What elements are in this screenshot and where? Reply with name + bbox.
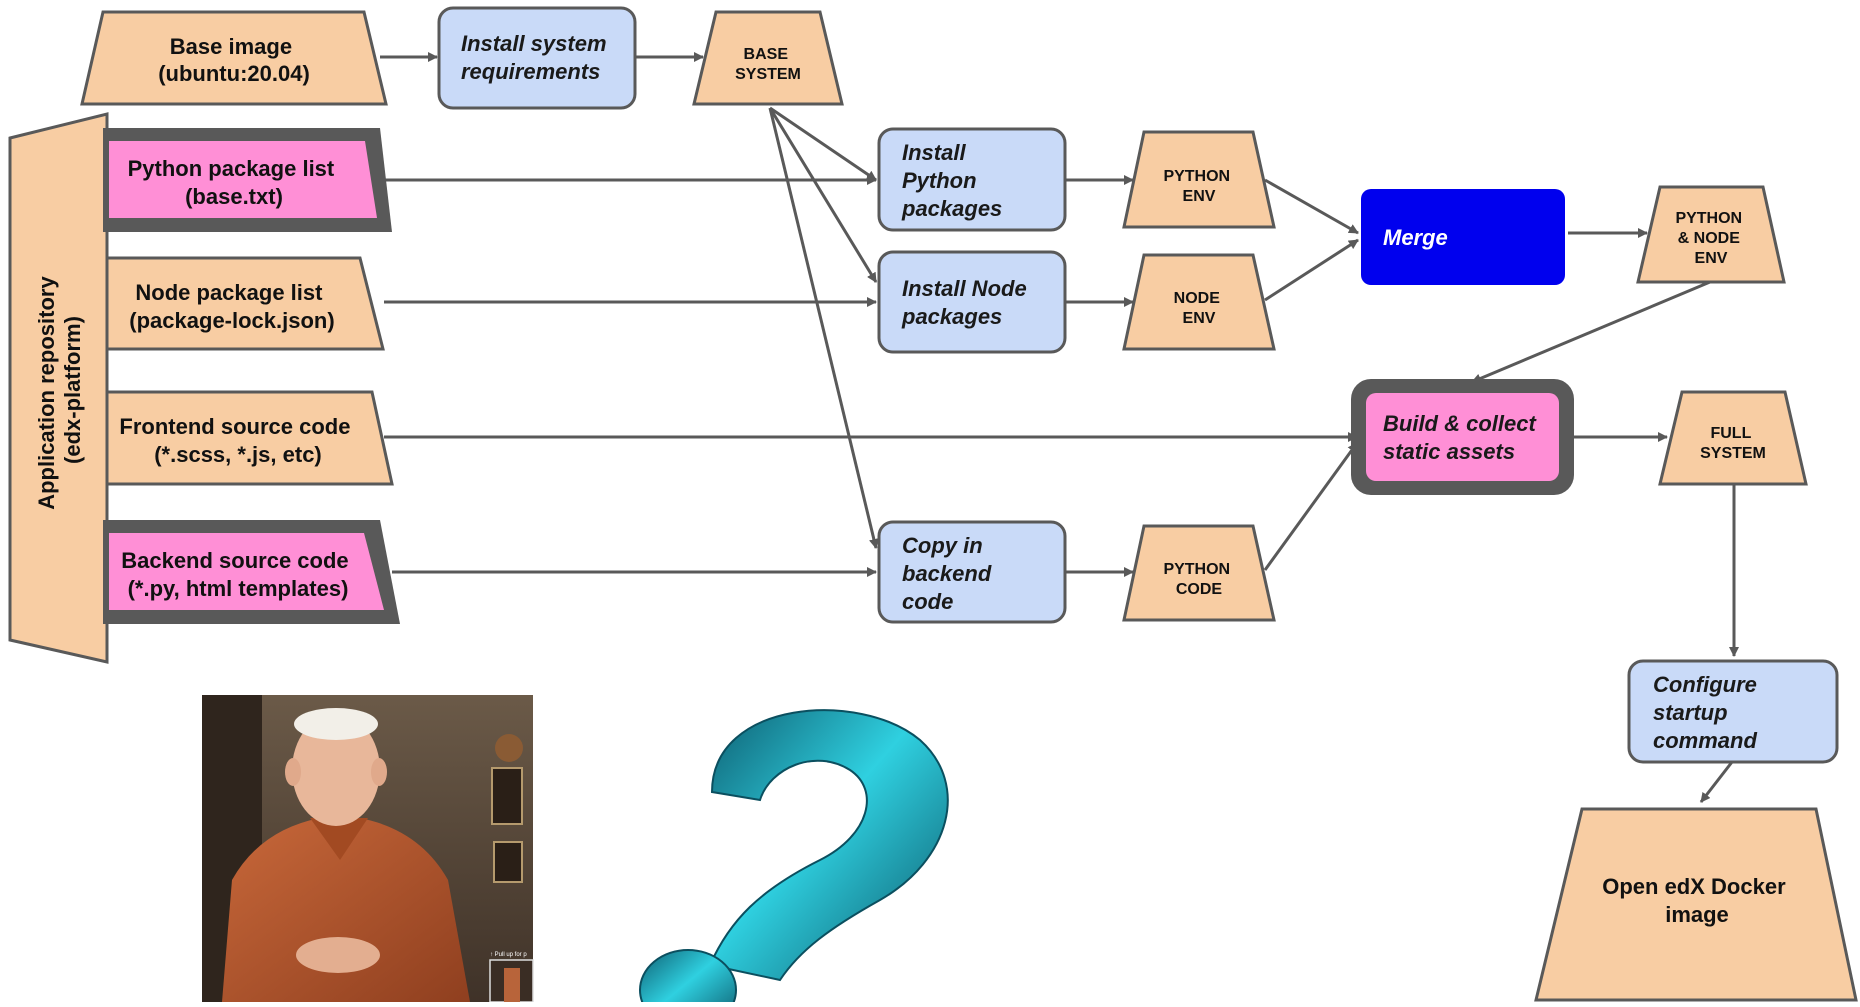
python-node-env-shape (1636, 185, 1786, 284)
frontend-source-label: Frontend source code (*.scss, *.js, etc) (119, 414, 356, 467)
node-env-label: NODE ENV (1174, 290, 1225, 327)
install-system-label: Install system requirements (461, 31, 613, 84)
full-system-artifact: FULL SYSTEM (1658, 390, 1808, 486)
photo-caption: ↑ Pull up for p (490, 952, 527, 958)
edge-python-code-to-build-assets (1263, 442, 1359, 571)
python-code-label: PYTHON CODE (1163, 561, 1234, 598)
install-node-label: Install Node packages (901, 276, 1033, 329)
python-package-list-input: Python package list (base.txt) (103, 128, 392, 232)
merge-box (1361, 189, 1565, 285)
python-env-label: PYTHON ENV (1163, 168, 1234, 205)
edge-base-system-to-install-python (769, 106, 877, 182)
photo-thumbnail: ↑ Pull up for p (202, 695, 534, 1003)
install-system-step: Install system requirements (437, 6, 637, 110)
edge-configure-to-docker-image (1699, 761, 1734, 803)
frontend-source-shape (105, 390, 394, 486)
merge-step: Merge (1361, 189, 1565, 285)
photo-ear-left (285, 758, 301, 786)
install-python-label: Install Python packages (901, 140, 1002, 221)
base-image-label: Base image (ubuntu:20.04) (158, 34, 310, 86)
question-mark-icon (639, 709, 949, 1007)
install-python-step: Install Python packages (877, 127, 1067, 232)
edge-base-system-to-copy-backend (768, 107, 879, 549)
edge-python-node-env-to-build-assets (1471, 280, 1711, 384)
base-image-shape (80, 10, 388, 106)
backend-source-shape (109, 533, 384, 610)
python-node-env-label: PYTHON & NODE ENV (1675, 210, 1746, 267)
copy-backend-box (877, 520, 1067, 624)
photo-plaque (495, 734, 523, 762)
base-image-input: Base image (ubuntu:20.04) (80, 10, 388, 106)
node-package-list-input: Node package list (package-lock.json) (105, 256, 385, 351)
python-package-list-label: Python package list (base.txt) (128, 156, 341, 209)
python-node-env-artifact: PYTHON & NODE ENV (1636, 185, 1786, 284)
question-mark-hook (708, 709, 949, 982)
node-env-artifact: NODE ENV (1122, 253, 1276, 351)
node-package-list-label: Node package list (package-lock.json) (129, 280, 334, 333)
node-package-list-shape (105, 256, 385, 351)
photo-inset-figure (504, 968, 520, 1002)
copy-backend-label: Copy in backend code (902, 533, 997, 614)
install-python-box (877, 127, 1067, 232)
photo-hands (296, 937, 380, 973)
full-system-label: FULL SYSTEM (1700, 425, 1766, 462)
application-repository-group: Application repository (edx-platform) (8, 112, 109, 664)
application-repository-shape (8, 112, 109, 664)
python-env-shape (1122, 130, 1276, 229)
base-system-shape (692, 10, 844, 106)
photo-frame-1 (491, 767, 523, 825)
docker-image-label: Open edX Docker image (1602, 874, 1792, 927)
edge-base-system-to-install-node (768, 107, 878, 283)
python-env-artifact: PYTHON ENV (1122, 130, 1276, 229)
merge-label: Merge (1383, 225, 1448, 250)
docker-image-shape (1534, 807, 1858, 1002)
photo-ear-right (371, 758, 387, 786)
photo-shirt (222, 818, 470, 1002)
node-env-shape (1122, 253, 1276, 351)
photo-face (292, 714, 380, 826)
build-assets-box (1366, 393, 1559, 481)
install-node-step: Install Node packages (877, 250, 1067, 354)
docker-image-output: Open edX Docker image (1534, 807, 1858, 1002)
install-node-box (877, 250, 1067, 354)
backend-source-input: Backend source code (*.py, html template… (103, 520, 400, 624)
python-package-list-shape (109, 141, 377, 218)
configure-startup-label: Configure startup command (1653, 672, 1763, 753)
application-repository-label: Application repository (edx-platform) (34, 270, 85, 510)
install-system-box (437, 6, 637, 110)
edge-python-env-to-merge (1264, 178, 1359, 235)
photo-frame-2 (493, 841, 523, 883)
photo-collar (310, 818, 368, 860)
copy-backend-step: Copy in backend code (877, 520, 1067, 624)
configure-startup-box (1627, 659, 1839, 764)
question-mark-dot (639, 949, 737, 1007)
full-system-shape (1658, 390, 1808, 486)
configure-startup-step: Configure startup command (1627, 659, 1839, 764)
build-assets-label: Build & collect static assets (1383, 411, 1542, 464)
python-code-shape (1122, 524, 1276, 622)
build-assets-step: Build & collect static assets (1351, 379, 1574, 495)
python-code-artifact: PYTHON CODE (1122, 524, 1276, 622)
edge-node-env-to-merge (1264, 238, 1359, 302)
frontend-source-input: Frontend source code (*.scss, *.js, etc) (105, 390, 394, 486)
backend-source-label: Backend source code (*.py, html template… (121, 548, 355, 601)
base-system-label: BASE SYSTEM (735, 46, 801, 83)
base-system-artifact: BASE SYSTEM (692, 10, 844, 106)
connectors (380, 52, 1739, 803)
photo-hair (294, 708, 378, 740)
